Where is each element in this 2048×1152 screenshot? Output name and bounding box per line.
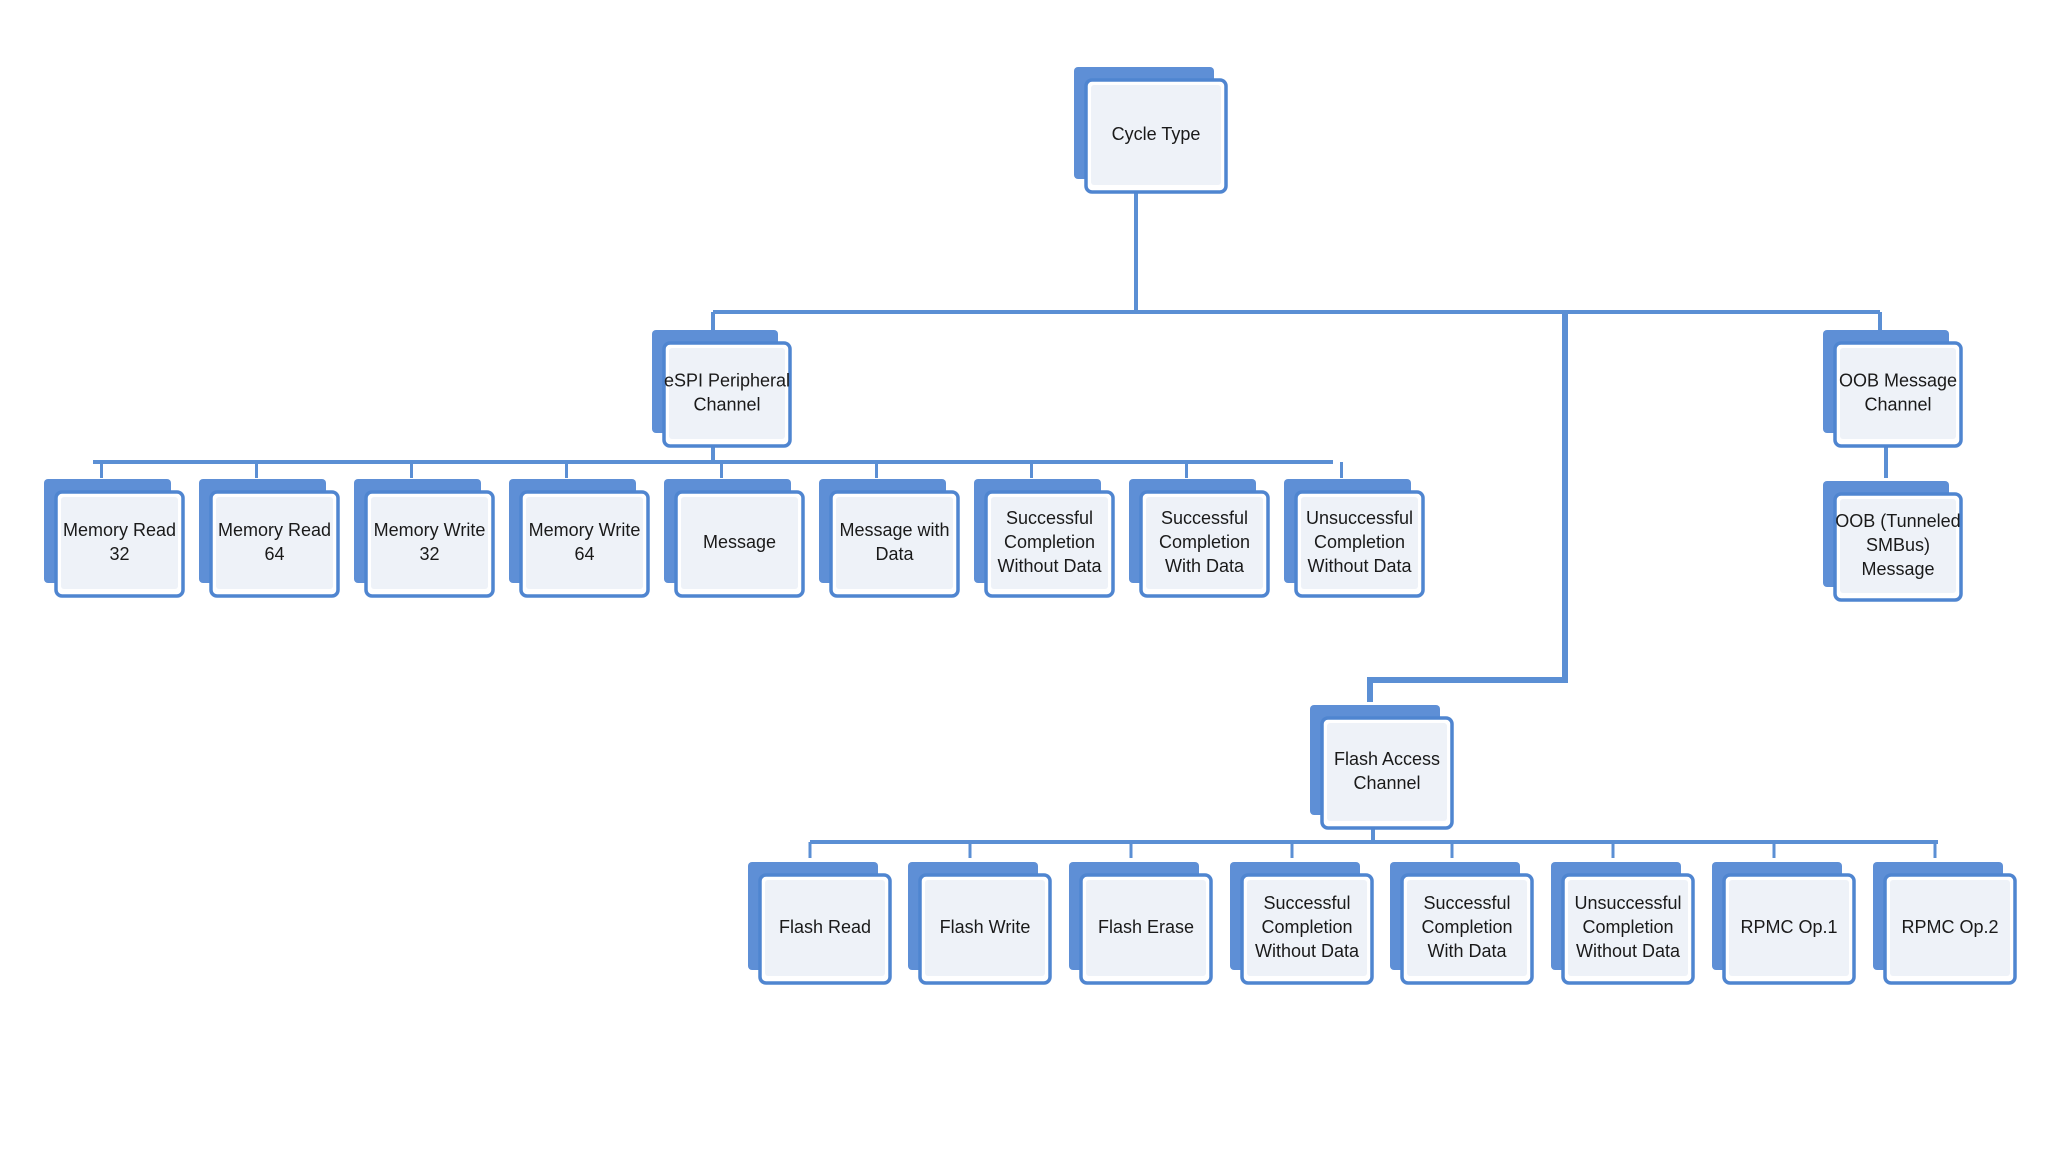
node-cycle-type: Cycle Type — [1074, 67, 1228, 194]
node-label-line: Completion — [1261, 917, 1352, 937]
connector-lines — [93, 192, 1938, 858]
node-label-line: Without Data — [1307, 556, 1412, 576]
box-inner — [1840, 348, 1956, 439]
node-rpmc-op1: RPMC Op.1 — [1712, 862, 1856, 985]
node-label-line: Without Data — [997, 556, 1102, 576]
flash-channel-connector — [1367, 312, 1568, 702]
box-inner — [765, 880, 885, 976]
node-label-line: 64 — [264, 544, 284, 564]
node-memory-read-64: Memory Read 64 — [199, 479, 340, 598]
box-inner — [1890, 880, 2010, 976]
node-label-line: Memory Read — [218, 520, 331, 540]
node-label-line: 32 — [109, 544, 129, 564]
box-inner — [669, 348, 785, 439]
node-memory-write-32: Memory Write 32 — [354, 479, 495, 598]
box-inner — [1247, 880, 1367, 976]
box-inner — [526, 497, 643, 589]
box-inner — [1327, 723, 1447, 821]
node-label-line: RPMC Op.2 — [1901, 917, 1998, 937]
box-inner — [925, 880, 1045, 976]
node-label-line: Completion — [1582, 917, 1673, 937]
box-inner — [371, 497, 488, 589]
node-label-line: Channel — [693, 395, 760, 415]
node-label-line: Message — [703, 532, 776, 552]
node-label-line: Unsuccessful — [1574, 893, 1681, 913]
box-inner — [61, 497, 178, 589]
node-label-line: Completion — [1004, 532, 1095, 552]
node-label-line: Data — [875, 544, 914, 564]
node-label-line: Cycle Type — [1112, 124, 1201, 144]
node-flash-read: Flash Read — [748, 862, 892, 985]
node-label-line: Without Data — [1576, 941, 1681, 961]
box-inner — [1091, 85, 1221, 185]
node-label-line: eSPI Peripheral — [664, 371, 790, 391]
box-inner — [1146, 497, 1263, 589]
box-inner — [681, 497, 798, 589]
node-label-line: Completion — [1159, 532, 1250, 552]
node-label-line: With Data — [1165, 556, 1245, 576]
node-label-line: Successful — [1161, 508, 1248, 528]
node-label-line: 32 — [419, 544, 439, 564]
node-label-line: With Data — [1427, 941, 1507, 961]
node-label-line: Successful — [1423, 893, 1510, 913]
box-inner — [1407, 880, 1527, 976]
node-label-line: Channel — [1864, 395, 1931, 415]
box-inner — [1729, 880, 1849, 976]
box-inner — [991, 497, 1108, 589]
node-label-line: Successful — [1263, 893, 1350, 913]
node-flash-erase: Flash Erase — [1069, 862, 1213, 985]
node-label-line: Flash Write — [940, 917, 1031, 937]
box-inner — [1568, 880, 1688, 976]
node-rpmc-op2: RPMC Op.2 — [1873, 862, 2017, 985]
node-label-line: SMBus) — [1866, 535, 1930, 555]
node-label-line: Message with — [839, 520, 949, 540]
box-inner — [1086, 880, 1206, 976]
node-label-line: 64 — [574, 544, 594, 564]
node-message: Message — [664, 479, 805, 598]
node-label-line: RPMC Op.1 — [1740, 917, 1837, 937]
node-label-line: Successful — [1006, 508, 1093, 528]
node-label-line: Memory Read — [63, 520, 176, 540]
node-label-line: Unsuccessful — [1306, 508, 1413, 528]
node-flash-write: Flash Write — [908, 862, 1052, 985]
node-label-line: OOB (Tunneled — [1835, 511, 1960, 531]
box-inner — [216, 497, 333, 589]
box-inner — [1840, 499, 1956, 593]
box-inner — [836, 497, 953, 589]
node-label-line: Memory Write — [529, 520, 641, 540]
node-label-line: Channel — [1353, 773, 1420, 793]
node-label-line: Without Data — [1255, 941, 1360, 961]
box-inner — [1301, 497, 1418, 589]
node-memory-write-64: Memory Write 64 — [509, 479, 650, 598]
node-label-line: OOB Message — [1839, 371, 1957, 391]
node-label-line: Completion — [1421, 917, 1512, 937]
node-label-line: Flash Erase — [1098, 917, 1194, 937]
node-label-line: Completion — [1314, 532, 1405, 552]
node-label-line: Message — [1861, 559, 1934, 579]
node-label-line: Flash Read — [779, 917, 871, 937]
node-label-line: Flash Access — [1334, 749, 1440, 769]
node-memory-read-32: Memory Read 32 — [44, 479, 185, 598]
node-label-line: Memory Write — [374, 520, 486, 540]
